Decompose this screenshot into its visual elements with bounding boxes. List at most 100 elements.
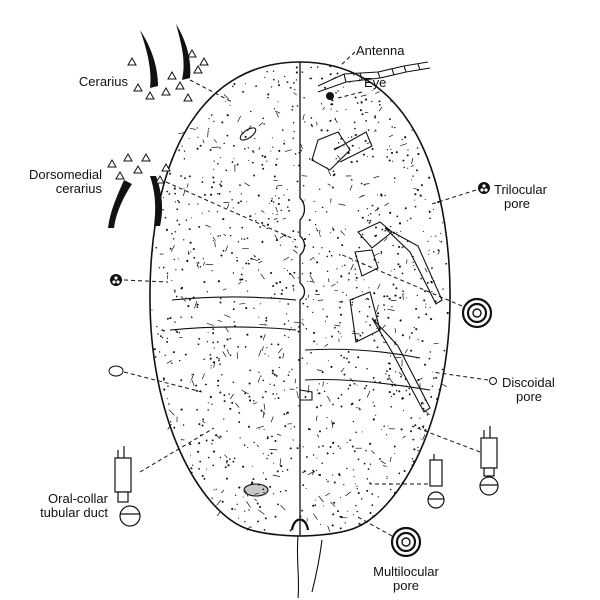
stipple-dot [223, 394, 226, 397]
stipple-dot [380, 193, 383, 196]
stipple-dot [223, 400, 226, 403]
stipple-dot [213, 160, 215, 162]
stipple-dot [401, 334, 404, 337]
stipple-dot [244, 148, 246, 150]
stipple-dot [279, 301, 281, 303]
stipple-dot [229, 104, 231, 107]
stipple-dot [231, 401, 234, 404]
seta [202, 420, 206, 424]
seta [330, 283, 336, 287]
stipple-dot [283, 380, 285, 383]
stipple-dot [275, 374, 278, 377]
stipple-dot [217, 162, 219, 165]
stipple-dot [271, 197, 273, 200]
stipple-dot [369, 512, 372, 514]
stipple-dot [216, 356, 218, 359]
stipple-dot [296, 447, 299, 450]
stipple-dot [258, 258, 260, 261]
stipple-dot [211, 497, 213, 500]
seta [350, 264, 354, 271]
cerarius-spine-left [140, 30, 158, 88]
discoidal-pore-icon-left [108, 365, 124, 377]
stipple-dot [271, 369, 274, 372]
seta [258, 122, 264, 127]
stipple-dot [430, 318, 433, 321]
dorsal-stipple [151, 65, 449, 532]
stipple-dot [286, 270, 289, 272]
stipple-dot [250, 110, 252, 113]
stipple-dot [419, 417, 421, 419]
stipple-dot [212, 450, 216, 453]
stipple-dot [275, 195, 277, 197]
seta [270, 416, 274, 423]
stipple-dot [252, 150, 254, 152]
stipple-dot [423, 403, 425, 405]
stipple-dot [225, 477, 229, 480]
stipple-dot [372, 418, 375, 421]
stipple-dot [226, 430, 228, 432]
stipple-dot [271, 435, 273, 438]
stipple-dot [364, 98, 368, 101]
stipple-dot [365, 321, 367, 323]
stipple-dot [429, 217, 431, 219]
stipple-dot [203, 193, 206, 196]
stipple-dot [332, 513, 335, 516]
stipple-dot [413, 327, 415, 329]
stipple-dot [209, 395, 212, 399]
stipple-dot [332, 422, 335, 425]
stipple-dot [259, 428, 261, 430]
stipple-dot [291, 108, 294, 111]
stipple-dot [323, 285, 325, 287]
stipple-dot [398, 472, 401, 475]
stipple-dot [429, 351, 432, 353]
stipple-dot [218, 359, 220, 362]
stipple-dot [271, 137, 273, 139]
stipple-dot [277, 397, 280, 400]
stipple-dot [255, 85, 257, 87]
stipple-dot [386, 295, 389, 298]
stipple-dot [291, 259, 293, 261]
stipple-dot [354, 268, 356, 270]
stipple-dot [199, 144, 202, 147]
stipple-dot [352, 469, 355, 471]
stipple-dot [314, 504, 317, 506]
stipple-dot [197, 343, 200, 346]
stipple-dot [277, 101, 279, 103]
label-cerarius-text: Cerarius [78, 74, 128, 89]
stipple-dot [198, 337, 201, 340]
stipple-dot [319, 523, 322, 526]
stipple-dot [397, 252, 399, 255]
stipple-dot [338, 474, 341, 477]
stipple-dot [356, 510, 358, 513]
stipple-dot [385, 373, 387, 375]
stipple-dot [290, 327, 292, 329]
stipple-dot [347, 510, 349, 512]
stipple-dot [212, 181, 215, 184]
stipple-dot [176, 219, 179, 222]
stipple-dot [296, 387, 298, 389]
stipple-dot [241, 238, 243, 240]
stipple-dot [440, 232, 442, 234]
stipple-dot [368, 221, 371, 224]
stipple-dot [387, 316, 390, 319]
stipple-dot [400, 230, 402, 232]
stipple-dot [301, 71, 304, 73]
stipple-dot [389, 145, 391, 147]
stipple-dot [290, 428, 292, 430]
seta [202, 261, 206, 266]
stipple-dot [316, 343, 318, 345]
stipple-dot [362, 153, 365, 156]
stipple-dot [232, 144, 235, 147]
stipple-dot [291, 368, 293, 371]
stipple-dot [279, 281, 282, 284]
stipple-dot [158, 351, 161, 353]
stipple-dot [316, 229, 319, 232]
stipple-dot [205, 468, 207, 470]
stipple-dot [352, 260, 354, 262]
stipple-dot [234, 508, 236, 510]
label-trilocular-line2: pore [504, 196, 531, 211]
stipple-dot [277, 503, 279, 506]
stipple-dot [369, 324, 371, 326]
stipple-dot [347, 136, 349, 139]
seta [246, 501, 251, 508]
